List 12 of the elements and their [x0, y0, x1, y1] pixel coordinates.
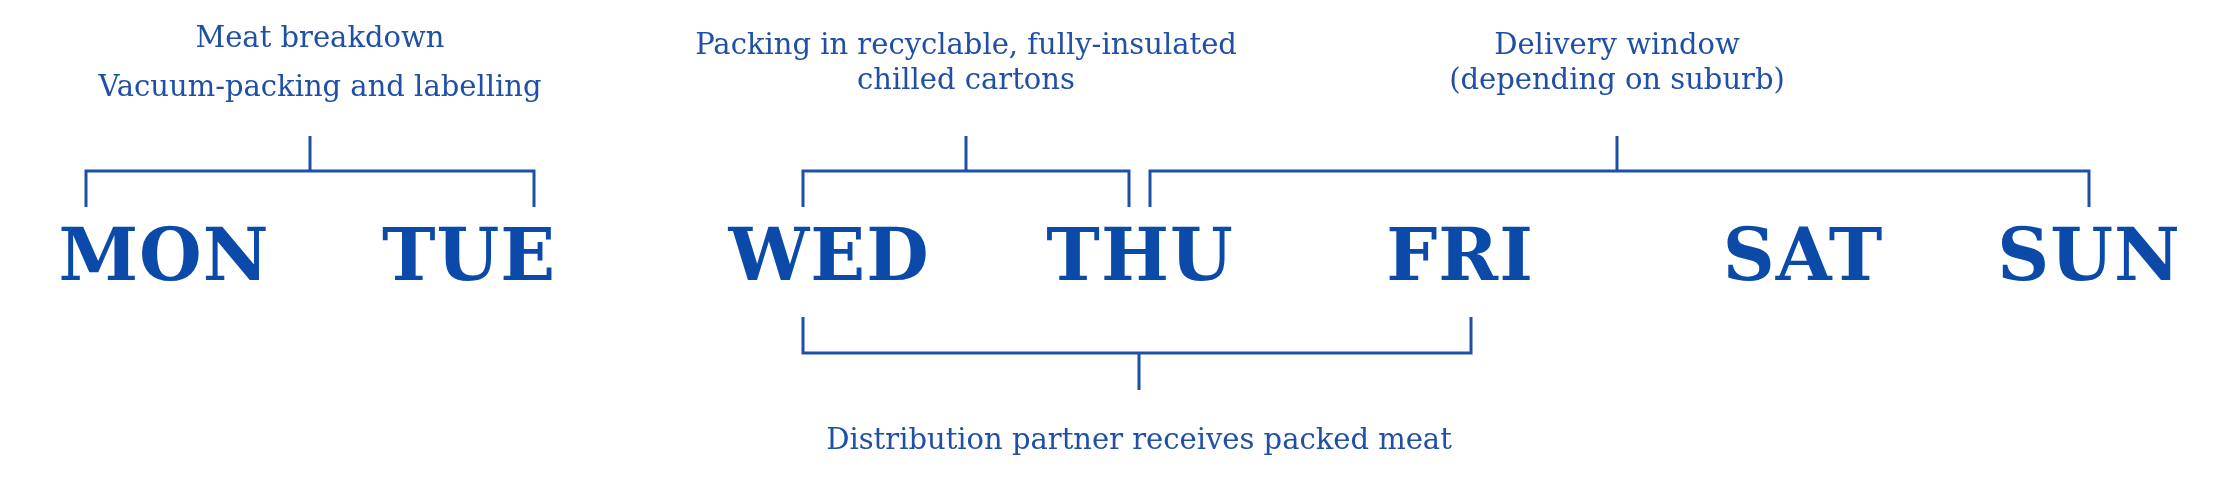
day-label: SUN	[1997, 211, 2181, 297]
annotation-text: Meat breakdown	[195, 19, 445, 55]
annotation-text: Packing in recyclable, fully-insulated chilled cartons	[694, 27, 1238, 97]
annotation-text: Vacuum-packing and labelling	[98, 68, 542, 104]
day-label: FRI	[1386, 211, 1534, 297]
day-label: WED	[728, 211, 930, 297]
day-label: SAT	[1722, 211, 1884, 297]
day-label: THU	[1046, 211, 1234, 297]
day-label: TUE	[381, 211, 557, 297]
annotation-text: Distribution partner receives packed meat	[826, 421, 1452, 457]
annotation-text: Delivery window (depending on suburb)	[1448, 27, 1786, 97]
day-label: MON	[58, 211, 270, 297]
